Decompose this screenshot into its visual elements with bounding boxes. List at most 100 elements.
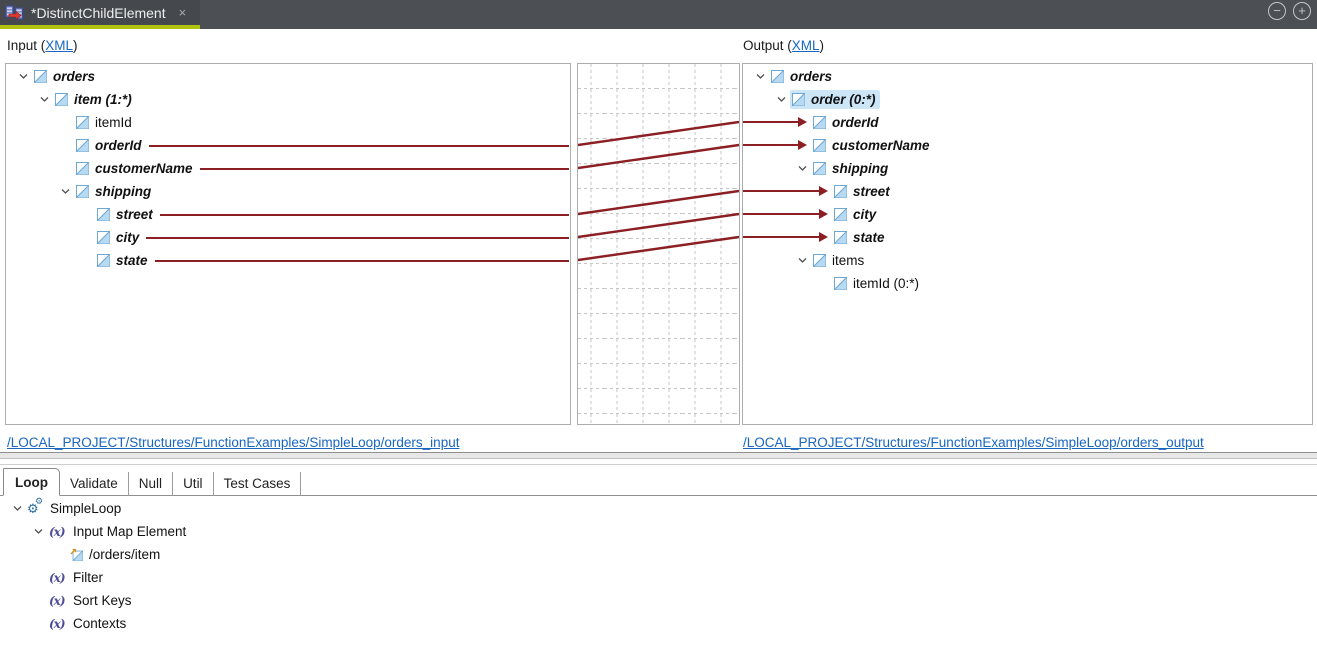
output-header-label: Output ( xyxy=(743,38,792,53)
loop-node-simpleloop[interactable]: ⚙⚙SimpleLoop xyxy=(0,497,1317,520)
loop-node-filter[interactable]: (x)Filter xyxy=(0,566,1317,589)
tab-loop[interactable]: Loop xyxy=(3,468,60,496)
node-label: state xyxy=(116,253,148,268)
input-tree-panel: orders item (1:*) itemId orderId custome… xyxy=(5,63,571,425)
canvas-grid xyxy=(578,64,739,424)
editor-tab-distinctchildelement[interactable]: *DistinctChildElement × xyxy=(0,0,200,29)
element-icon xyxy=(813,116,826,129)
input-node-orderid[interactable]: orderId xyxy=(6,134,570,157)
input-node-customername[interactable]: customerName xyxy=(6,157,570,180)
tab-test-cases[interactable]: Test Cases xyxy=(214,472,302,496)
function-icon: (x) xyxy=(49,616,66,631)
node-label: street xyxy=(853,184,890,199)
chevron-down-icon[interactable] xyxy=(56,187,74,196)
output-node-items[interactable]: items xyxy=(743,249,1312,272)
input-xml-link[interactable]: XML xyxy=(45,38,74,53)
node-label: shipping xyxy=(832,161,889,176)
maximize-icon[interactable]: + xyxy=(1293,2,1311,20)
mapping-line xyxy=(146,236,569,239)
output-tree-panel: orders order (0:*) orderId customerName … xyxy=(742,63,1313,425)
output-node-orders[interactable]: orders xyxy=(743,65,1312,88)
mapping-canvas[interactable] xyxy=(577,63,740,425)
function-icon: (x) xyxy=(49,593,66,608)
output-node-shipping[interactable]: shipping xyxy=(743,157,1312,180)
mapping-line-city[interactable] xyxy=(578,212,739,239)
output-node-street[interactable]: street xyxy=(743,180,1312,203)
node-label: state xyxy=(853,230,885,245)
output-header: Output (XML) xyxy=(743,38,824,53)
input-structure-link[interactable]: /LOCAL_PROJECT/Structures/FunctionExampl… xyxy=(7,435,460,450)
tab-util[interactable]: Util xyxy=(173,472,214,496)
node-label: city xyxy=(116,230,140,245)
chevron-down-icon[interactable] xyxy=(751,72,769,81)
node-label: SimpleLoop xyxy=(50,501,122,516)
close-tab-icon[interactable]: × xyxy=(178,5,187,20)
bottom-tab-bar: Loop Validate Null Util Test Cases xyxy=(0,467,1317,496)
node-label: orderId xyxy=(832,115,879,130)
node-label: street xyxy=(116,207,153,222)
loop-node-input-map-element[interactable]: (x)Input Map Element xyxy=(0,520,1317,543)
chevron-down-icon[interactable] xyxy=(14,72,32,81)
node-label: itemId (0:*) xyxy=(853,276,920,291)
element-icon xyxy=(813,254,826,267)
element-icon xyxy=(76,139,89,152)
chevron-down-icon[interactable] xyxy=(793,256,811,265)
output-node-order-selected[interactable]: order (0:*) xyxy=(743,88,1312,111)
mapping-line-state[interactable] xyxy=(578,235,739,262)
input-header-suffix: ) xyxy=(73,38,78,53)
element-icon xyxy=(834,208,847,221)
bottom-section-divider xyxy=(0,464,1317,465)
input-node-item[interactable]: item (1:*) xyxy=(6,88,570,111)
horizontal-sash[interactable] xyxy=(0,452,1317,459)
mapping-line xyxy=(154,259,569,262)
chevron-down-icon[interactable] xyxy=(793,164,811,173)
input-header-label: Input ( xyxy=(7,38,46,53)
chevron-down-icon[interactable] xyxy=(772,95,790,104)
tab-null[interactable]: Null xyxy=(129,472,174,496)
output-node-city[interactable]: city xyxy=(743,203,1312,226)
input-node-street[interactable]: street xyxy=(6,203,570,226)
editor-tab-bar: *DistinctChildElement × − + xyxy=(0,0,1317,29)
input-node-shipping[interactable]: shipping xyxy=(6,180,570,203)
output-node-state[interactable]: state xyxy=(743,226,1312,249)
input-node-city[interactable]: city xyxy=(6,226,570,249)
input-node-orders[interactable]: orders xyxy=(6,65,570,88)
node-label: items xyxy=(832,253,865,268)
node-label: Input Map Element xyxy=(73,524,187,539)
node-label: customerName xyxy=(832,138,930,153)
node-label: Sort Keys xyxy=(73,593,132,608)
element-icon xyxy=(834,231,847,244)
input-node-state[interactable]: state xyxy=(6,249,570,272)
output-structure-link[interactable]: /LOCAL_PROJECT/Structures/FunctionExampl… xyxy=(743,435,1204,450)
chevron-down-icon[interactable] xyxy=(35,95,53,104)
mapping-line-orderid[interactable] xyxy=(578,120,739,147)
node-label: Filter xyxy=(73,570,103,585)
element-icon xyxy=(813,162,826,175)
output-node-orderid[interactable]: orderId xyxy=(743,111,1312,134)
chevron-down-icon[interactable] xyxy=(29,527,47,536)
output-xml-link[interactable]: XML xyxy=(791,38,820,53)
loop-node-orders-item[interactable]: /orders/item xyxy=(0,543,1317,566)
mapping-arrow xyxy=(743,209,828,219)
tab-baseline xyxy=(0,495,1317,496)
mapping-line-street[interactable] xyxy=(578,189,739,216)
element-icon xyxy=(97,231,110,244)
input-node-itemid[interactable]: itemId xyxy=(6,111,570,134)
node-label: orders xyxy=(790,69,833,84)
output-header-suffix: ) xyxy=(819,38,825,53)
output-node-customername[interactable]: customerName xyxy=(743,134,1312,157)
loop-tree: ⚙⚙SimpleLoop (x)Input Map Element /order… xyxy=(0,497,1317,635)
output-node-itemid[interactable]: itemId (0:*) xyxy=(743,272,1312,295)
map-file-icon xyxy=(5,5,23,20)
element-icon xyxy=(834,277,847,290)
tab-validate[interactable]: Validate xyxy=(60,472,129,496)
node-label: item (1:*) xyxy=(74,92,132,107)
mapping-line xyxy=(159,213,569,216)
node-label: /orders/item xyxy=(89,547,161,562)
chevron-down-icon[interactable] xyxy=(8,504,26,513)
mapped-element-icon xyxy=(70,548,83,561)
mapping-line-customername[interactable] xyxy=(578,143,739,170)
loop-node-contexts[interactable]: (x)Contexts xyxy=(0,612,1317,635)
loop-node-sort-keys[interactable]: (x) Sort Keys xyxy=(0,589,1317,612)
minimize-icon[interactable]: − xyxy=(1268,2,1286,20)
